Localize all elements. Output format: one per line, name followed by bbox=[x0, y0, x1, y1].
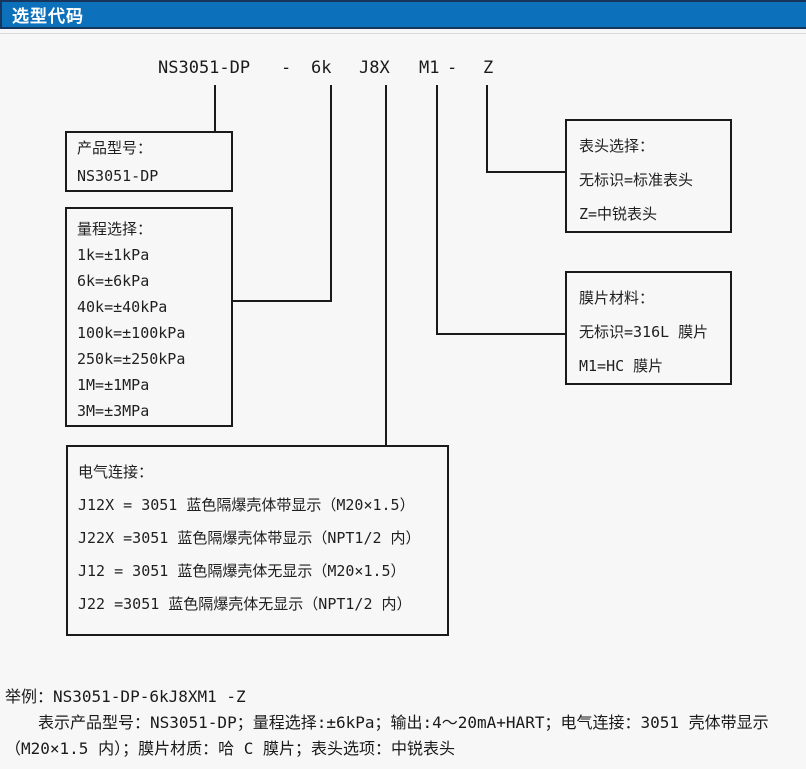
box-diaphragm-title: 膜片材料： bbox=[579, 289, 655, 307]
diaphragm-option: 无标识=316L 膜片 bbox=[579, 323, 709, 341]
connector-display-horizontal bbox=[486, 171, 567, 173]
header-separator-line bbox=[0, 33, 806, 34]
connector-diaphragm-horizontal bbox=[436, 333, 567, 335]
box-electrical-title: 电气连接： bbox=[78, 463, 154, 481]
diaphragm-option: M1=HC 膜片 bbox=[579, 357, 664, 375]
box-diaphragm-material: 膜片材料： 无标识=316L 膜片 M1=HC 膜片 bbox=[565, 271, 732, 385]
example-description-line-2: （M20×1.5 内）；膜片材质：哈 C 膜片；表头选项：中锐表头 bbox=[5, 739, 455, 758]
example-description-line-1: 表示产品型号：NS3051-DP；量程选择:±6kPa；输出:4～20mA+HA… bbox=[38, 713, 769, 732]
range-option: 1k=±1kPa bbox=[77, 246, 150, 264]
range-option: 250k=±250kPa bbox=[77, 350, 186, 368]
section-title: 选型代码 bbox=[12, 7, 84, 27]
code-segment-dash-1: - bbox=[281, 58, 292, 78]
electrical-option: J22 =3051 蓝色隔爆壳体无显示（NPT1/2 内） bbox=[78, 595, 412, 613]
range-option: 100k=±100kPa bbox=[77, 324, 186, 342]
range-option: 40k=±40kPa bbox=[77, 298, 168, 316]
range-option: 3M=±3MPa bbox=[77, 402, 150, 420]
connector-diaphragm-vertical bbox=[436, 85, 438, 335]
code-segment-electrical: J8X bbox=[359, 58, 390, 78]
connector-model-vertical bbox=[214, 85, 216, 131]
code-segment-range: 6k bbox=[311, 58, 332, 78]
box-product-model: 产品型号： NS3051-DP bbox=[65, 131, 233, 192]
example-code-line: 举例：NS3051-DP-6kJ8XM1 -Z bbox=[5, 687, 246, 706]
connector-electrical-vertical bbox=[385, 85, 387, 445]
electrical-option: J22X =3051 蓝色隔爆壳体带显示（NPT1/2 内） bbox=[78, 529, 421, 547]
code-segment-dash-2: - bbox=[447, 58, 458, 78]
box-range-selection: 量程选择： 1k=±1kPa 6k=±6kPa 40k=±40kPa 100k=… bbox=[65, 207, 233, 427]
electrical-option: J12 = 3051 蓝色隔爆壳体无显示（M20×1.5） bbox=[78, 562, 406, 580]
connector-display-vertical bbox=[486, 85, 488, 173]
section-header-bar: 选型代码 bbox=[0, 0, 806, 29]
electrical-option: J12X = 3051 蓝色隔爆壳体带显示（M20×1.5） bbox=[78, 496, 415, 514]
box-product-model-title: 产品型号： bbox=[77, 139, 153, 157]
code-segment-display: Z bbox=[483, 58, 494, 78]
code-segment-model: NS3051-DP bbox=[158, 58, 251, 78]
code-segment-diaphragm: M1 bbox=[419, 58, 440, 78]
range-option: 6k=±6kPa bbox=[77, 272, 150, 290]
display-option: Z=中锐表头 bbox=[579, 205, 658, 223]
connector-range-horizontal bbox=[233, 300, 332, 302]
display-option: 无标识=标准表头 bbox=[579, 171, 694, 189]
box-display-title: 表头选择： bbox=[579, 137, 655, 155]
box-display-selection: 表头选择： 无标识=标准表头 Z=中锐表头 bbox=[565, 119, 732, 233]
connector-range-vertical bbox=[330, 85, 332, 302]
range-option: 1M=±1MPa bbox=[77, 376, 150, 394]
box-electrical-connection: 电气连接： J12X = 3051 蓝色隔爆壳体带显示（M20×1.5） J22… bbox=[66, 445, 449, 636]
box-product-model-value: NS3051-DP bbox=[77, 167, 159, 185]
box-range-title: 量程选择： bbox=[77, 220, 153, 238]
